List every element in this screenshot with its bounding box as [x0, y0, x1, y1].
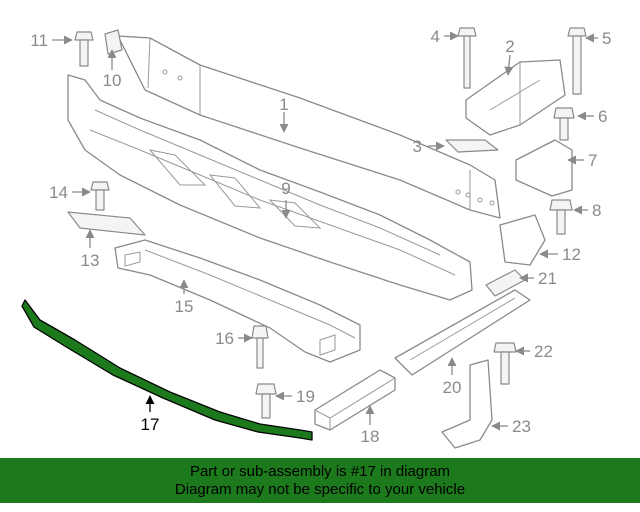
- callout-9: 9: [281, 179, 290, 198]
- part-18-block[interactable]: [314, 369, 396, 431]
- banner-line-2: Diagram may not be specific to your vehi…: [174, 481, 466, 498]
- exploded-parts-diagram: 1 2 3 4 5 6 7 8 9 10 11 12 13 14 15 16 1…: [21, 27, 611, 449]
- callout-19: 19: [296, 387, 315, 406]
- callout-13: 13: [81, 251, 100, 270]
- banner-line-1: Part or sub-assembly is #17 in diagram: [189, 463, 451, 480]
- callout-18: 18: [361, 427, 380, 446]
- part-4-bolt[interactable]: [457, 27, 477, 89]
- part-10-bracket[interactable]: [104, 29, 123, 55]
- callout-12: 12: [562, 245, 581, 264]
- callout-8: 8: [592, 201, 601, 220]
- part-15-lower-carrier[interactable]: [114, 239, 361, 363]
- part-22-bolt[interactable]: [493, 342, 517, 385]
- callout-2: 2: [505, 37, 514, 56]
- part-5-bolt[interactable]: [567, 27, 587, 95]
- part-2-crash-box[interactable]: [465, 59, 566, 136]
- part-3-plate[interactable]: [445, 139, 499, 153]
- callout-15: 15: [175, 297, 194, 316]
- callout-21: 21: [538, 269, 557, 288]
- callout-17: 17: [141, 415, 160, 434]
- part-20-rail[interactable]: [394, 289, 531, 376]
- part-info-banner: Part or sub-assembly is #17 in diagram D…: [0, 458, 640, 503]
- callout-16: 16: [215, 329, 234, 348]
- callout-3: 3: [413, 137, 422, 156]
- callout-1: 1: [279, 95, 288, 114]
- callout-10: 10: [103, 71, 122, 90]
- part-13-clip[interactable]: [67, 211, 146, 236]
- callout-23: 23: [512, 417, 531, 436]
- part-16-rivet[interactable]: [251, 325, 269, 369]
- part-23-bracket[interactable]: [441, 359, 493, 449]
- part-11-bolt[interactable]: [74, 31, 94, 67]
- part-14-bolt[interactable]: [90, 181, 110, 211]
- part-6-bolt[interactable]: [553, 107, 575, 141]
- callout-22: 22: [534, 342, 553, 361]
- part-12-bracket[interactable]: [499, 214, 546, 266]
- part-17-lower-trim-strip[interactable]: [21, 299, 313, 441]
- part-7-bracket[interactable]: [515, 139, 573, 197]
- callout-labels: 1 2 3 4 5 6 7 8 9 10 11 12 13 14 15 16 1…: [30, 27, 611, 446]
- callout-11: 11: [30, 31, 48, 50]
- callout-4: 4: [431, 27, 440, 46]
- part-9-energy-absorber[interactable]: [67, 74, 473, 301]
- part-8-bolt[interactable]: [549, 199, 573, 235]
- leader-lines: [52, 31, 598, 431]
- part-1-bumper-beam[interactable]: [117, 35, 501, 219]
- callout-6: 6: [598, 107, 607, 126]
- callout-14: 14: [49, 183, 68, 202]
- callout-5: 5: [602, 29, 611, 48]
- part-19-bolt[interactable]: [255, 383, 277, 419]
- callout-20: 20: [443, 378, 462, 397]
- callout-7: 7: [588, 151, 597, 170]
